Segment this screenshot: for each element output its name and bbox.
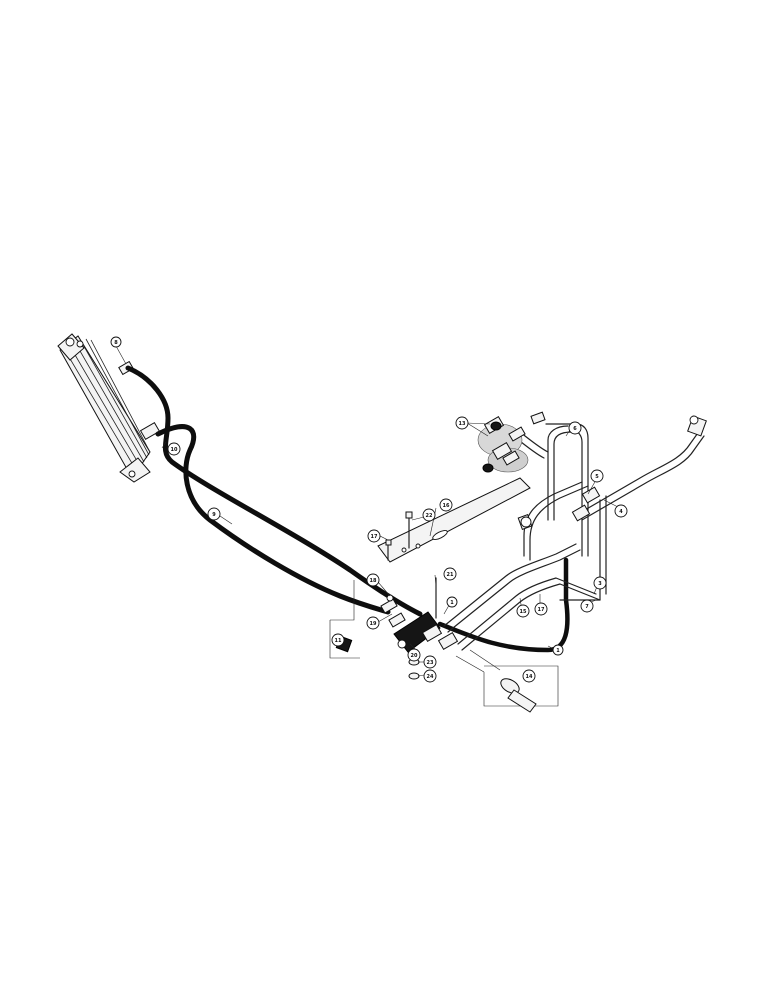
svg-text:21: 21 <box>447 572 454 578</box>
callouts: 8 10 9 13 6 16 22 17 5 4 21 18 1 19 11 1… <box>110 336 628 683</box>
tube-connectors <box>517 411 707 530</box>
svg-text:6: 6 <box>573 426 577 432</box>
svg-text:20: 20 <box>411 653 418 659</box>
svg-text:22: 22 <box>426 513 433 519</box>
callout-22: 22 <box>422 508 436 522</box>
svg-text:7: 7 <box>585 604 589 610</box>
svg-text:1: 1 <box>556 648 560 654</box>
svg-text:13: 13 <box>459 421 466 427</box>
rigid-tubes <box>443 423 705 651</box>
callout-6: 6 <box>568 421 582 435</box>
callout-13: 13 <box>455 416 469 430</box>
callout-9: 9 <box>207 507 221 521</box>
callout-21: 21 <box>443 567 457 581</box>
callout-18: 18 <box>366 573 380 587</box>
svg-text:24: 24 <box>427 674 434 680</box>
oil-cooler <box>57 333 161 483</box>
inset-fitting-14 <box>455 649 559 713</box>
svg-text:19: 19 <box>370 621 377 627</box>
callout-11: 11 <box>331 633 345 647</box>
callout-3: 3 <box>593 576 607 590</box>
svg-text:3: 3 <box>598 581 602 587</box>
callout-17-tube: 17 <box>534 602 548 616</box>
svg-text:1: 1 <box>450 600 454 606</box>
callout-20: 20 <box>407 648 421 662</box>
callout-5: 5 <box>590 469 604 483</box>
callout-17-bolt: 17 <box>367 529 381 543</box>
svg-text:10: 10 <box>171 447 178 453</box>
svg-text:14: 14 <box>526 674 533 680</box>
svg-text:16: 16 <box>443 503 450 509</box>
callout-8-cooler: 8 <box>110 336 122 348</box>
valve-block <box>380 594 459 680</box>
svg-text:17: 17 <box>371 534 378 540</box>
svg-text:17: 17 <box>538 607 545 613</box>
svg-text:18: 18 <box>370 578 377 584</box>
mounting-bracket <box>377 477 531 563</box>
svg-text:5: 5 <box>595 474 599 480</box>
svg-text:4: 4 <box>619 509 623 515</box>
callout-23: 23 <box>423 655 437 669</box>
callout-1-lower: 1 <box>552 644 564 656</box>
callout-14: 14 <box>522 669 536 683</box>
svg-text:15: 15 <box>520 609 527 615</box>
svg-text:8: 8 <box>114 340 118 346</box>
svg-text:9: 9 <box>212 512 216 518</box>
callout-15: 15 <box>516 604 530 618</box>
svg-text:23: 23 <box>427 660 434 666</box>
control-valve-fittings <box>477 415 529 473</box>
callout-7: 7 <box>580 599 594 613</box>
svg-text:11: 11 <box>335 638 342 644</box>
callout-19: 19 <box>366 616 380 630</box>
callout-4: 4 <box>614 504 628 518</box>
callout-10: 10 <box>167 442 181 456</box>
callout-16: 16 <box>439 498 453 512</box>
callout-1-upper: 1 <box>446 596 458 608</box>
callout-24: 24 <box>423 669 437 683</box>
